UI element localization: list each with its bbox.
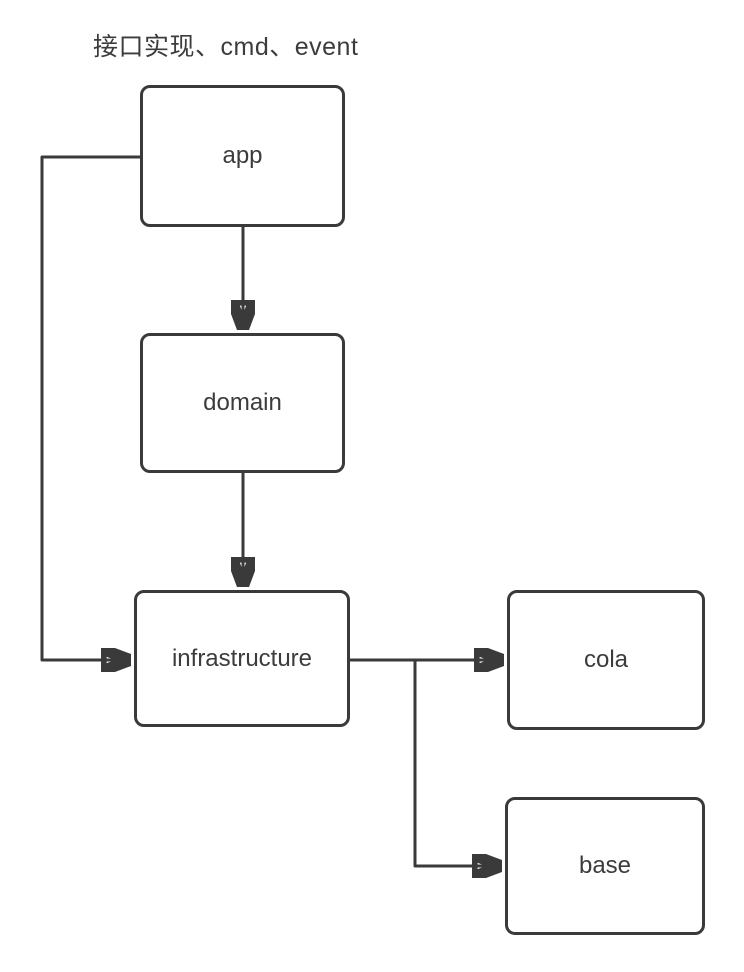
node-domain[interactable]: domain <box>140 333 345 473</box>
node-base-label: base <box>578 852 632 879</box>
node-app[interactable]: app <box>140 85 345 227</box>
node-domain-label: domain <box>203 389 282 416</box>
node-cola-label: cola <box>583 646 629 673</box>
node-app-label: app <box>222 142 263 169</box>
edge-infrastructure-to-base <box>413 660 502 866</box>
node-cola[interactable]: cola <box>507 590 705 730</box>
edge-app-to-infrastructure-bypass <box>40 155 140 660</box>
node-infrastructure[interactable]: infrastructure <box>134 590 350 727</box>
node-base[interactable]: base <box>505 797 705 935</box>
diagram-title: 接口实现、cmd、event <box>93 33 359 61</box>
node-infrastructure-label: infrastructure <box>171 644 313 672</box>
